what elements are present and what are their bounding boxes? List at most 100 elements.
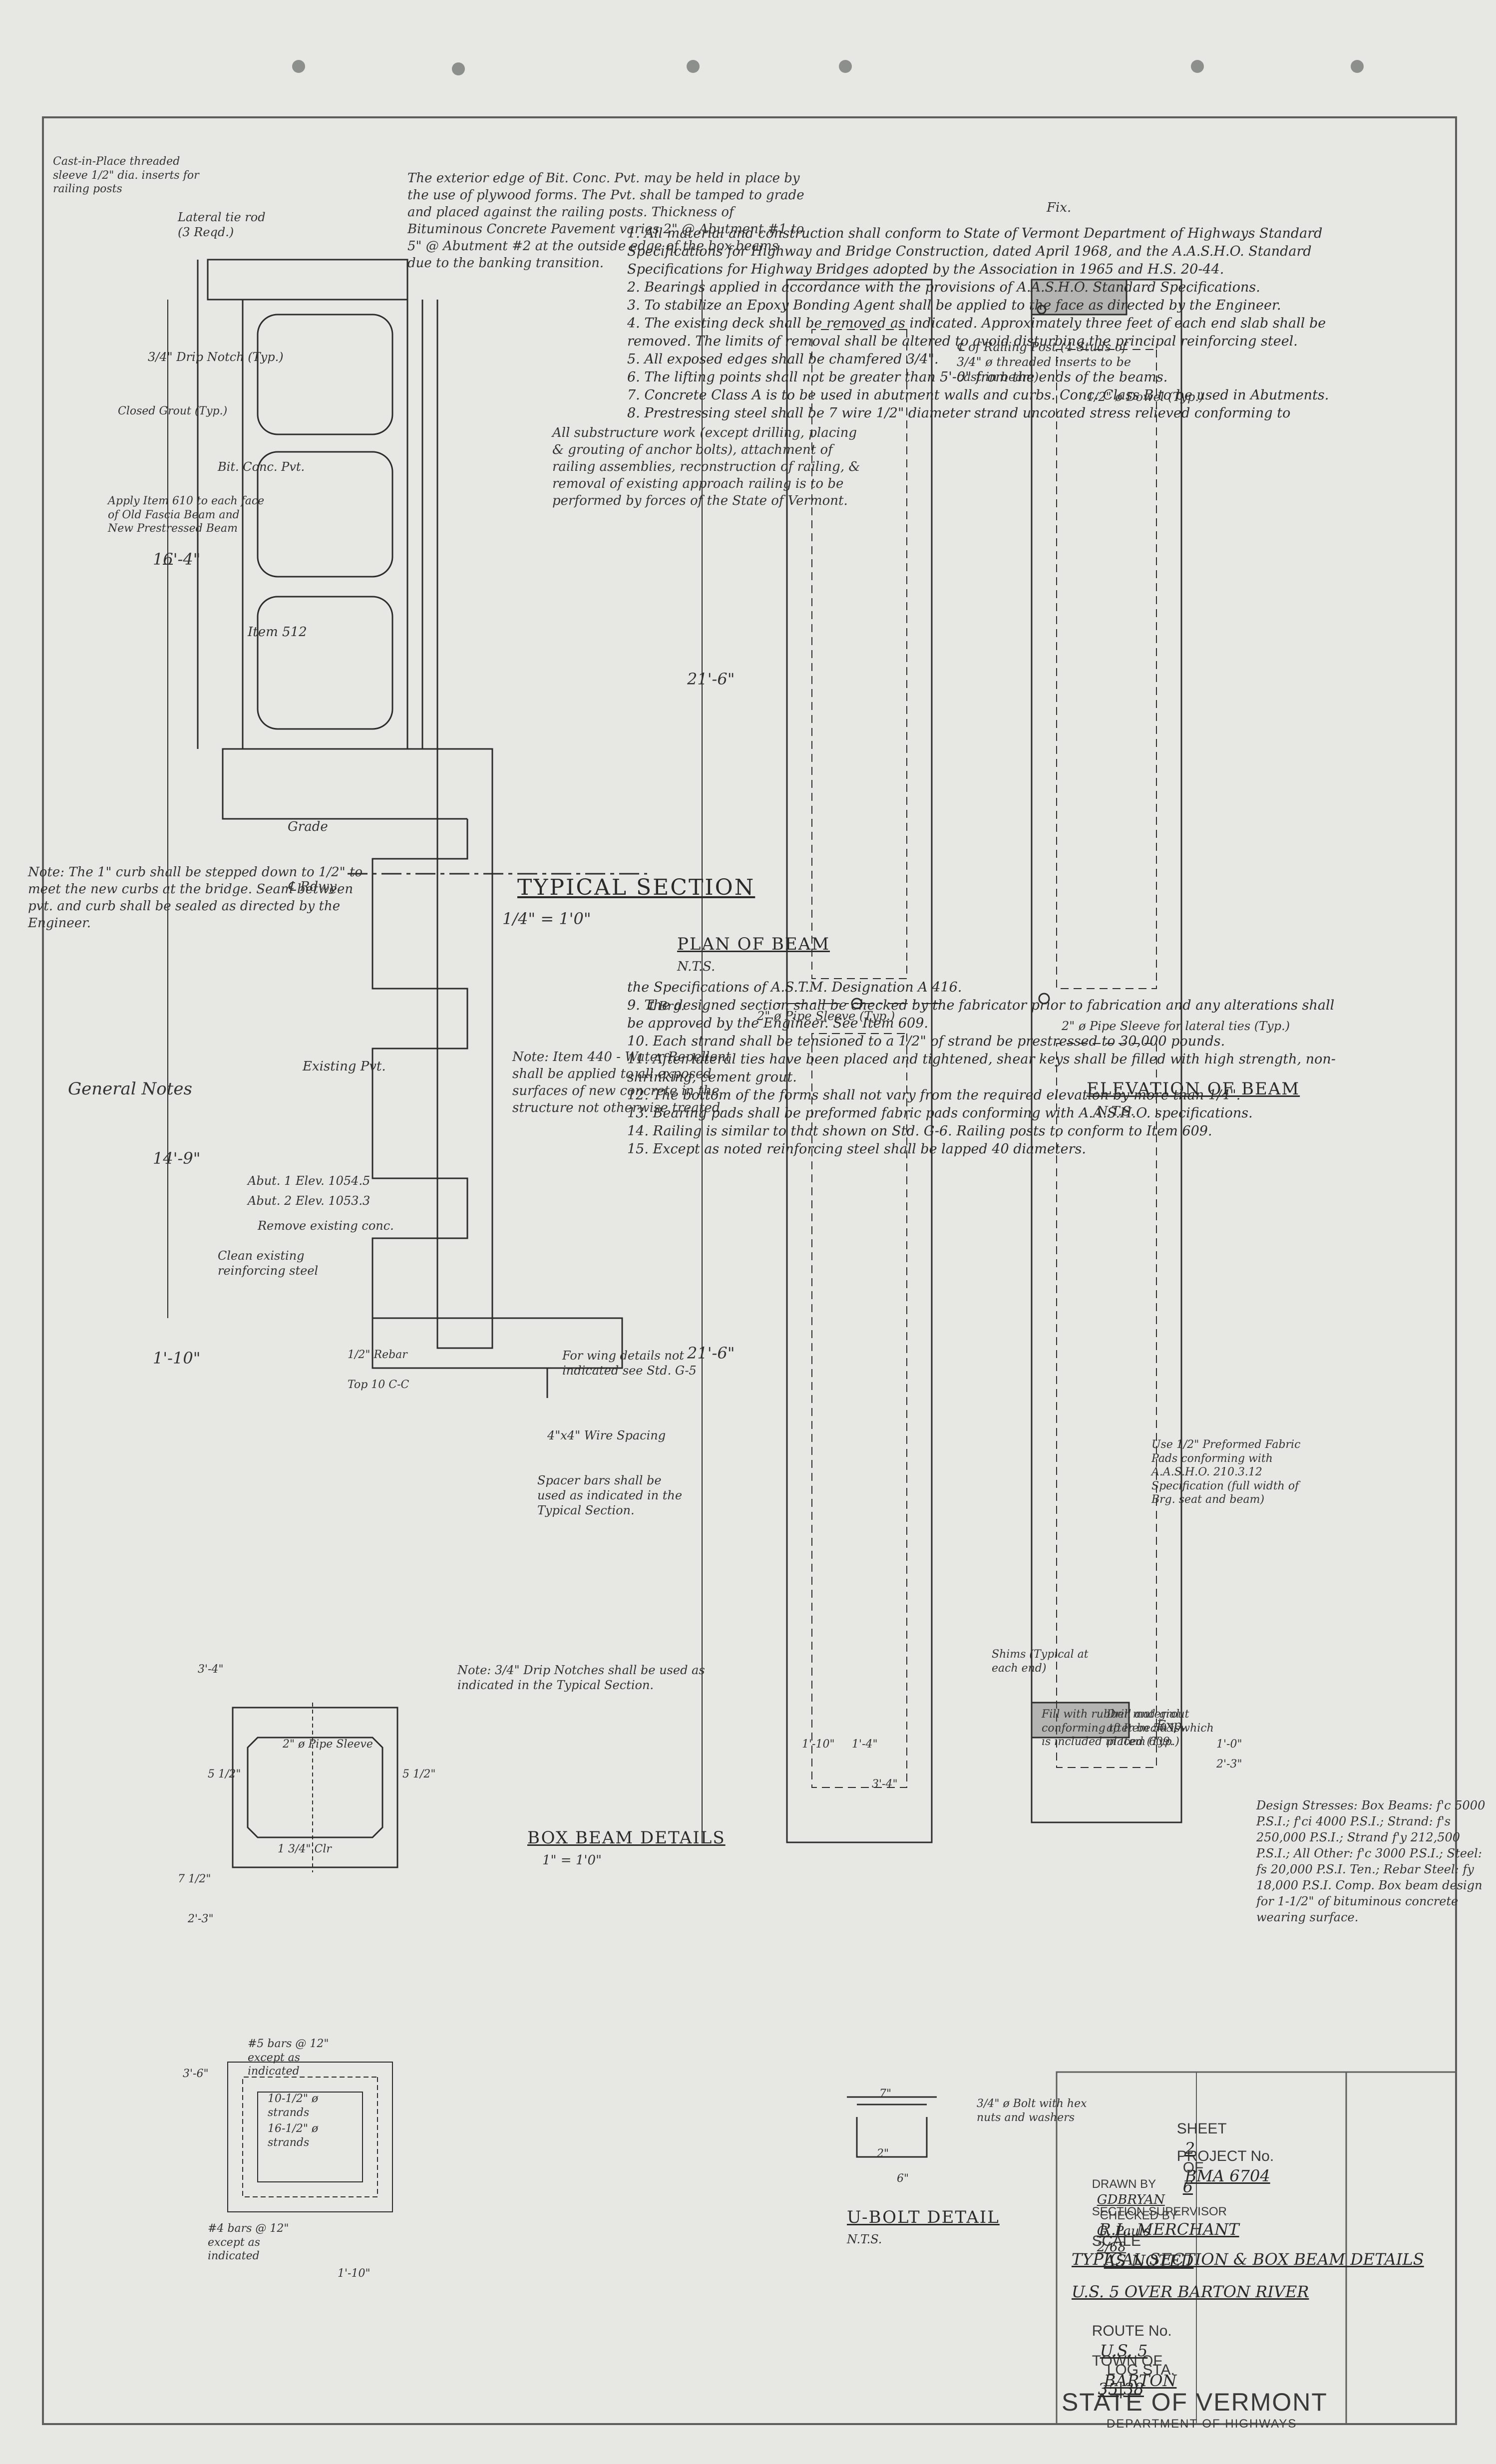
label-number-4-bars: #4 bars @ 12" except as indicated (208, 2222, 289, 2262)
label-bit-conc: Bit. Conc. Pvt. (218, 460, 305, 474)
dimension-label: 1'-10" (153, 1349, 201, 1368)
dimension-label: 1'-10" (802, 1738, 835, 1751)
bridge-value: U.S. 5 OVER BARTON RIVER (1072, 2282, 1309, 2301)
box-beam-section-drawing (232, 1703, 398, 1872)
dimension-label: 2'-3" (188, 1913, 214, 1925)
plan-of-beam-title: PLAN OF BEAM (677, 934, 830, 954)
box-beam-scale: 1" = 1'0" (542, 1853, 602, 1868)
label-abut-2: Abut. 2 Elev. 1053.3 (248, 1194, 371, 1208)
label-closed-grout: Closed Grout (Typ.) (118, 405, 228, 417)
of-label: OF (1182, 2159, 1204, 2176)
dimension-label: 5 1/2" (208, 1768, 241, 1780)
general-note: 4. The existing deck shall be removed as… (627, 316, 1326, 349)
label-remove-conc: Remove existing conc. (258, 1219, 394, 1233)
general-note: 13. Bearing pads shall be preformed fabr… (627, 1105, 1253, 1121)
log-value: 35|38 (1098, 2380, 1144, 2399)
dimension-label: 6" (897, 2172, 909, 2185)
dimension-label: 2" (877, 2147, 889, 2160)
plan-of-beam-scale: N.T.S. (677, 959, 716, 974)
design-stresses: Design Stresses: Box Beams: f'c 5000 P.S… (1256, 1798, 1486, 1924)
dimension-label: 3'-4" (198, 1663, 224, 1676)
label-clean-steel: Clean existing reinforcing steel (218, 1249, 319, 1278)
checked-label: CHECKED BY (1100, 2208, 1178, 2222)
label-10-strands: 10-1/2" ø strands (268, 2093, 319, 2119)
box-beam-drip-note: Note: 3/4" Drip Notches shall be used as… (457, 1663, 705, 1692)
label-shims: Shims (Typical at each end) (992, 1648, 1089, 1675)
substructure-note: All substructure work (except drilling, … (552, 425, 860, 508)
punch-hole (1191, 60, 1204, 73)
punch-hole (1351, 60, 1364, 73)
typical-section-scale: 1/4" = 1'0" (502, 909, 591, 928)
title-block-sheet-row: SHEET 2 OF 6 (1156, 2110, 1227, 2207)
dimension-label: 1'-0" (1216, 1738, 1242, 1751)
label-drill-grout: Drill and grout after beam is placed (Ty… (1107, 1708, 1189, 1748)
general-note: 7. Concrete Class A is to be used in abu… (627, 387, 1329, 403)
dimension-label: 3'-4" (872, 1778, 898, 1790)
general-note: 14. Railing is similar to that shown on … (627, 1123, 1212, 1139)
label-rebar: 1/2" Rebar (348, 1349, 407, 1361)
drawn-value: GDBRYAN (1097, 2192, 1165, 2207)
dimension-label: 1'-4" (852, 1738, 878, 1751)
label-tie-rod: Lateral tie rod (3 Reqd.) (178, 210, 266, 239)
checked-value: G. Pauls (1097, 2223, 1150, 2239)
sheet-value: 2 (1184, 2138, 1195, 2158)
sheet-border (42, 116, 1457, 2425)
label-item-512: Item 512 (248, 625, 307, 640)
log-label: LOG STA. (1107, 2361, 1175, 2378)
label-drip-notch: 3/4" Drip Notch (Typ.) (148, 350, 284, 364)
dimension-label: 7" (879, 2088, 892, 2100)
route-value: U.S. 5 (1100, 2341, 1148, 2360)
dimension-label: 5 1/2" (402, 1768, 436, 1780)
label-centerline-rdwy: ℄ Rdwy (288, 879, 337, 894)
sheet-total: 6 (1182, 2177, 1193, 2196)
dimension-label: 21'-6" (687, 1344, 735, 1363)
date-value: 2/68 (1097, 2240, 1126, 2255)
title-block-department: DEPARTMENT OF HIGHWAYS (1107, 2417, 1297, 2431)
dimension-label: 1 3/4" Clr (278, 1843, 332, 1855)
general-note: 5. All exposed edges shall be chamfered … (627, 352, 939, 367)
dimension-label: 16'-4" (153, 550, 201, 569)
label-fabric-pads: Use 1/2" Preformed Fabric Pads conformin… (1151, 1438, 1301, 1506)
label-grade: Grade (288, 819, 328, 834)
general-notes-col1: 1. All material and construction shall c… (627, 225, 1351, 422)
label-spacer-bars: Spacer bars shall be used as indicated i… (537, 1473, 683, 1517)
general-note: the Specifications of A.S.T.M. Designati… (627, 980, 962, 995)
typical-section-drawing (163, 259, 647, 1398)
label-fix: Fix. (1047, 200, 1072, 215)
punch-hole (839, 60, 852, 73)
u-bolt-scale: N.T.S. (847, 2232, 882, 2246)
general-note: 9. The designed section shall be checked… (627, 998, 1335, 1031)
general-note: 2. Bearings applied in accordance with t… (627, 280, 1260, 295)
general-note: 15. Except as noted reinforcing steel sh… (627, 1141, 1087, 1157)
punch-hole (292, 60, 305, 73)
label-existing-pvt: Existing Pvt. (303, 1059, 386, 1074)
label-number-5-bars: #5 bars @ 12" except as indicated (248, 2038, 329, 2078)
general-note: 3. To stabilize an Epoxy Bonding Agent s… (627, 298, 1281, 313)
u-bolt-title: U-BOLT DETAIL (847, 2207, 1000, 2227)
label-top: Top 10 C-C (348, 1379, 409, 1391)
general-note: 6. The lifting points shall not be great… (627, 369, 1168, 385)
title-block-frame (1056, 2071, 1457, 2425)
route-label: ROUTE No. (1092, 2323, 1172, 2339)
punch-hole (452, 62, 465, 75)
dimension-label: 3'-6" (183, 2068, 209, 2080)
drawn-label: DRAWN BY (1092, 2177, 1156, 2191)
general-note: 8. Prestressing steel shall be 7 wire 1/… (627, 405, 1291, 421)
label-cast-in-place: Cast-in-Place threaded sleeve 1/2" dia. … (53, 155, 199, 195)
sheet-label: SHEET (1176, 2120, 1227, 2137)
title-block-route-row: ROUTE No. U.S. 5 LOG STA. 35|38 (1072, 2312, 1175, 2409)
dimension-label: 14'-9" (153, 1149, 201, 1168)
box-beam-title: BOX BEAM DETAILS (527, 1828, 726, 1848)
label-16-strands: 16-1/2" ø strands (268, 2122, 319, 2149)
title-block: STATE OF VERMONT DEPARTMENT OF HIGHWAYS … (1057, 2072, 1456, 2431)
dimension-label: 21'-6" (687, 670, 735, 689)
u-bolt-drawing (847, 2096, 937, 2158)
general-notes-col2: the Specifications of A.S.T.M. Designati… (627, 979, 1351, 1158)
label-box-pipe-sleeve: 2" ø Pipe Sleeve (283, 1738, 373, 1751)
dimension-label: 7 1/2" (178, 1873, 211, 1885)
label-apply-item: Apply Item 610 to each face of Old Fasci… (108, 495, 265, 535)
general-note: 1. All material and construction shall c… (627, 226, 1323, 277)
typical-section-note-right: Note: The 1" curb shall be stepped down … (28, 865, 363, 931)
